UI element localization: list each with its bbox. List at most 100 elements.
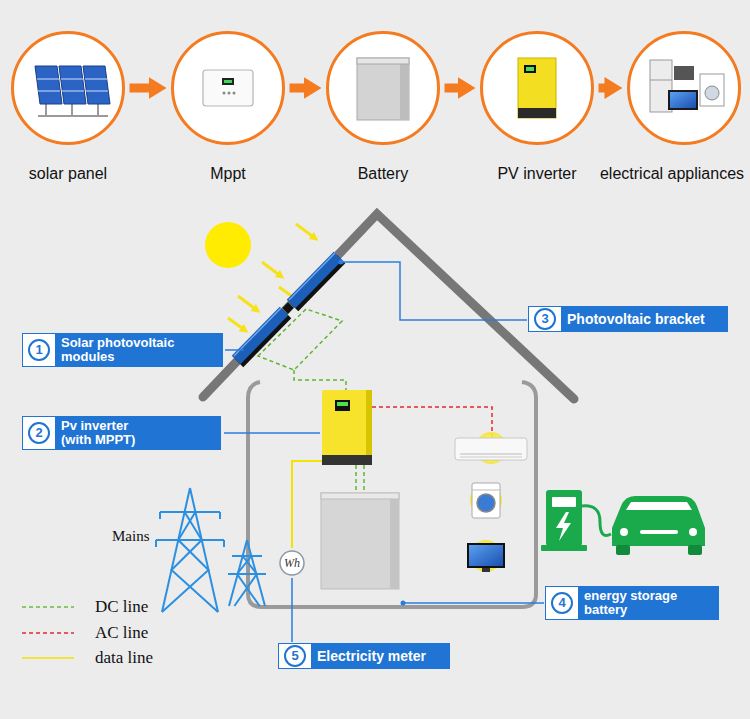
step-label: PV inverter <box>497 165 576 183</box>
solar-panel-icon <box>35 66 62 104</box>
appliances-icon <box>700 74 724 106</box>
appliances-icon <box>670 92 696 108</box>
power-pylon <box>160 511 220 513</box>
process-circle: solar panel <box>11 31 125 183</box>
meter-outline <box>280 551 304 575</box>
house-roof <box>203 214 574 399</box>
electric-car <box>626 502 692 510</box>
television <box>482 568 490 572</box>
power-pylon <box>232 555 262 557</box>
inverter-icon <box>524 65 536 73</box>
icon-circle-ground <box>12 32 740 144</box>
icon-circle-ground <box>12 32 124 144</box>
inverter-icon <box>526 67 534 71</box>
mppt-icon <box>203 70 253 106</box>
inverter-icon <box>518 58 556 118</box>
mppt-icon <box>222 78 234 85</box>
appliances-icon <box>668 90 698 110</box>
solar-panel-icon <box>71 104 73 116</box>
callout-box: 5Electricity meter <box>278 643 450 669</box>
solar-panel-icon <box>61 79 83 80</box>
process-circle: Battery <box>326 31 440 183</box>
flow-arrow <box>130 84 157 93</box>
power-pylon <box>190 488 218 612</box>
data-line <box>292 461 322 548</box>
callout-number: 2 <box>28 422 50 444</box>
house-wall <box>248 382 536 607</box>
electric-car <box>688 545 702 555</box>
sun <box>205 222 251 268</box>
circle-outline <box>328 33 439 144</box>
callout-number: 5 <box>284 645 306 667</box>
sun-ray <box>296 224 316 239</box>
television <box>469 545 503 566</box>
inverter <box>337 402 348 406</box>
appliances-icon <box>674 66 694 80</box>
battery-cabinet <box>321 493 399 589</box>
washing-machine <box>472 490 500 491</box>
circle-outline <box>13 33 124 144</box>
callout-label: Photovoltaic bracket <box>561 307 727 331</box>
ev-charger <box>582 506 611 536</box>
power-pylon <box>156 539 224 541</box>
sun-ray <box>228 318 246 331</box>
legend-line <box>22 632 74 634</box>
dc-line <box>355 465 357 493</box>
leader-line <box>403 602 544 604</box>
battery-cabinet <box>321 493 399 589</box>
solar-panel-icon <box>35 66 110 116</box>
electric-car <box>689 528 697 536</box>
legend-sample <box>22 622 76 644</box>
flow-arrow <box>290 84 312 93</box>
power-pylon <box>159 512 161 519</box>
solar-panel-icon <box>83 66 110 104</box>
sun <box>205 222 251 268</box>
electric-car <box>612 496 705 546</box>
ev-charger <box>546 490 582 546</box>
inverter <box>322 455 372 465</box>
air-conditioner <box>455 438 527 460</box>
inverter <box>335 400 350 411</box>
callout-box: 3Photovoltaic bracket <box>528 306 728 332</box>
callout-label: Solar photovoltaic modules <box>55 334 222 366</box>
battery-icon <box>357 58 409 120</box>
power-pylon <box>237 556 260 606</box>
process-circle: electrical appliances <box>600 31 744 183</box>
label-holder: Mains <box>112 527 150 545</box>
solar-panel-icon <box>37 79 59 80</box>
solar-module <box>234 308 281 356</box>
solar-module <box>234 253 341 363</box>
callout-label: Pv inverter (with MPPT) <box>55 417 220 449</box>
leader-line <box>224 262 544 642</box>
step-label: Mppt <box>210 165 246 183</box>
washing-machine <box>477 494 495 512</box>
solar-module <box>282 302 293 313</box>
solar-panel-icon <box>97 104 99 116</box>
battery-icon <box>400 58 409 120</box>
step-label: Battery <box>358 165 409 183</box>
circle-outline <box>171 31 285 145</box>
mppt-icon <box>223 92 226 95</box>
legend-text: AC line <box>95 622 148 644</box>
legend-line <box>22 606 74 608</box>
circle-outline <box>628 33 739 144</box>
circle-outline <box>482 33 593 144</box>
inverter <box>322 390 372 465</box>
leader-line <box>291 578 293 642</box>
power-pylon <box>155 540 157 547</box>
solar-panel-icon <box>38 91 60 92</box>
power-pylon <box>223 540 225 547</box>
leader-line <box>224 432 320 434</box>
part-label: Mains <box>112 527 150 545</box>
flow-arrow <box>599 84 613 93</box>
callout-label: energy storage battery <box>578 587 718 619</box>
callout-label: Electricity meter <box>311 644 449 668</box>
sun-ray <box>238 296 258 311</box>
circle-outline <box>480 31 594 145</box>
solar-module <box>291 256 338 304</box>
callout-number: 1 <box>28 339 50 361</box>
solar-panel-icon <box>85 79 107 80</box>
ac-line <box>372 407 492 438</box>
ev-charger <box>552 497 576 507</box>
